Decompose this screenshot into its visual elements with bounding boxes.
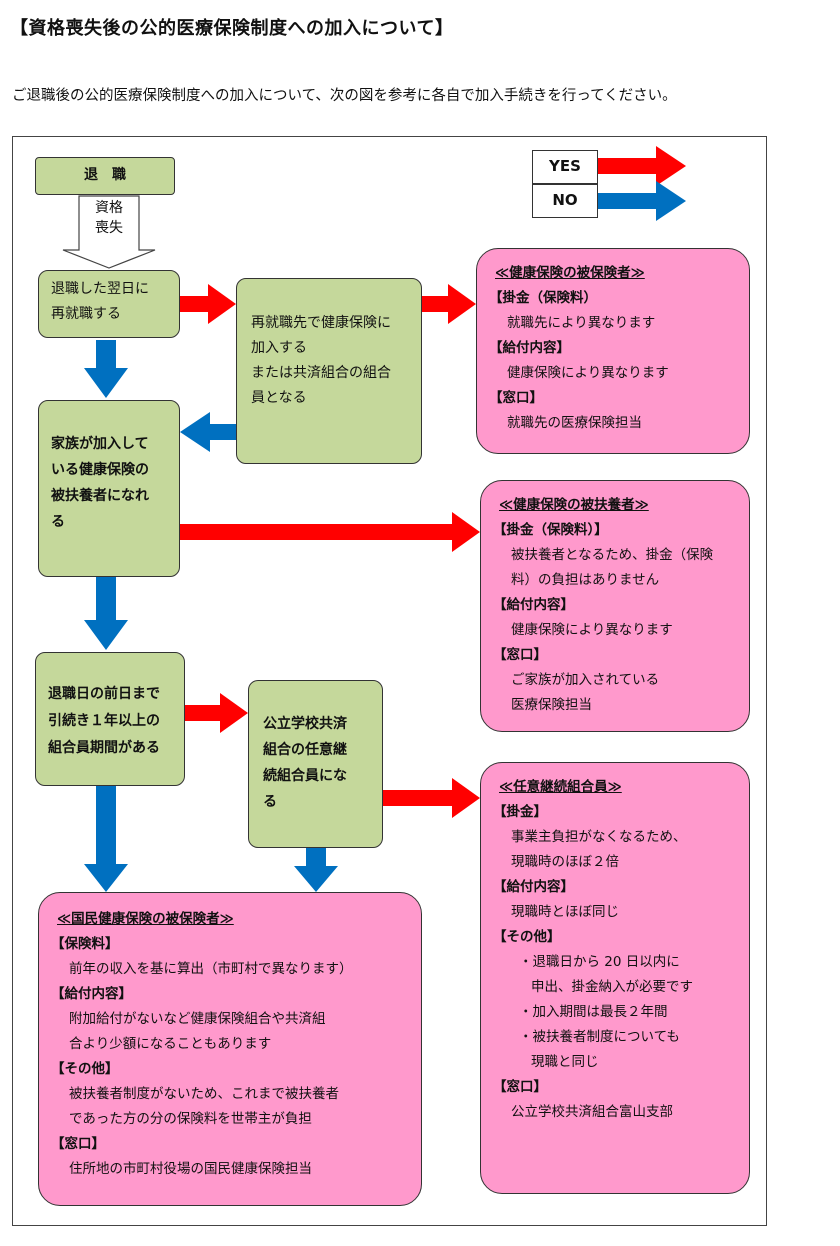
arrow-to-insured	[422, 284, 476, 324]
arrow-family-no	[84, 577, 128, 650]
arrow-back-to-family	[180, 412, 236, 452]
result-heading: ≪任意継続組合員≫	[499, 779, 622, 795]
arrow-reemploy-yes	[180, 284, 236, 324]
arrow-voluntary-no	[294, 848, 338, 892]
legend-no-arrow	[598, 181, 686, 221]
result-dependent: ≪健康保険の被扶養者≫ 【掛金（保険料）】 被扶養者となるため、掛金（保険 料）…	[480, 480, 750, 732]
node-voluntary: 公立学校共済 組合の任意継 続組合員にな る	[248, 680, 383, 848]
result-insured: ≪健康保険の被保険者≫ 【掛金（保険料） 就職先により異なります 【給付内容】 …	[476, 248, 750, 454]
node-reemploy: 退職した翌日に 再就職する	[38, 270, 180, 338]
result-heading: ≪国民健康保険の被保険者≫	[57, 911, 234, 927]
diagram-frame	[12, 136, 767, 1226]
result-heading: ≪健康保険の被扶養者≫	[499, 497, 649, 513]
arrow-voluntary-yes	[383, 778, 480, 818]
arrow-family-yes	[180, 512, 480, 552]
arrow-reemploy-no	[84, 340, 128, 398]
legend-yes: YES	[532, 150, 598, 184]
legend-yes-arrow	[598, 146, 686, 186]
result-heading: ≪健康保険の被保険者≫	[495, 265, 645, 281]
arrow-member-yes	[184, 693, 248, 733]
node-member-period: 退職日の前日まで 引続き１年以上の 組合員期間がある	[35, 652, 185, 786]
node-family: 家族が加入して いる健康保険の 被扶養者になれ る	[38, 400, 180, 577]
legend-no: NO	[532, 184, 598, 218]
shikaku-hollow-arrow	[62, 195, 156, 269]
intro-text: ご退職後の公的医療保険制度への加入について、次の図を参考に各自で加入手続きを行っ…	[12, 88, 677, 104]
node-retire: 退職	[35, 157, 175, 195]
result-national: ≪国民健康保険の被保険者≫ 【保険料】 前年の収入を基に算出（市町村で異なります…	[38, 892, 422, 1206]
node-reemploy-health: 再就職先で健康保険に 加入する または共済組合の組合 員となる	[236, 278, 422, 464]
arrow-member-no	[84, 785, 128, 892]
page-title: 【資格喪失後の公的医療保険制度への加入について】	[10, 18, 454, 39]
result-voluntary-member: ≪任意継続組合員≫ 【掛金】 事業主負担がなくなるため、 現職時のほぼ２倍 【給…	[480, 762, 750, 1194]
shikaku-label: 資格 喪失	[95, 200, 123, 236]
